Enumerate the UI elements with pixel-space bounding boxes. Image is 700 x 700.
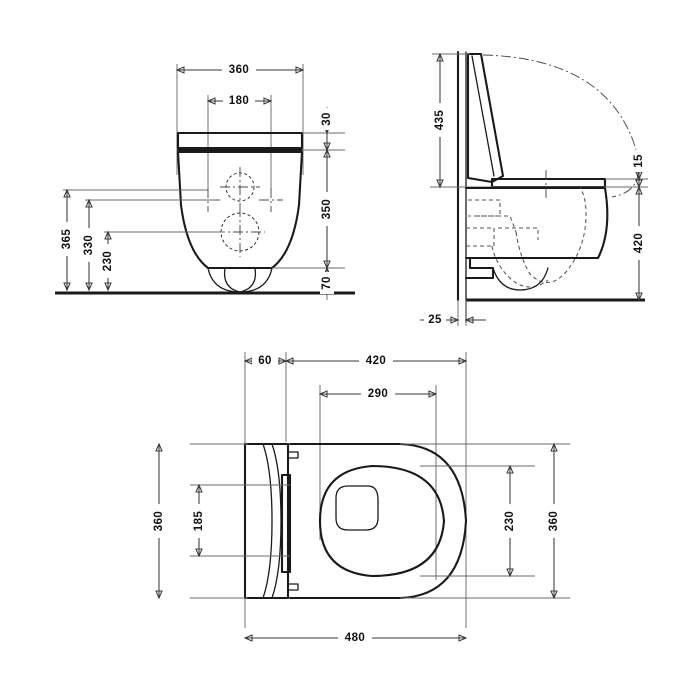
plan-hinge-notch-bottom xyxy=(287,583,299,591)
side-hidden-detail xyxy=(466,187,587,288)
dim-label-front-330: 330 xyxy=(83,235,95,255)
side-bowl-profile xyxy=(464,186,609,260)
dim-label-side-435: 435 xyxy=(434,110,446,131)
dim-label-plan-60: 60 xyxy=(258,355,272,367)
dim-plan-360-right: 360 xyxy=(547,442,561,600)
side-under-bowl xyxy=(492,267,549,291)
dim-side-15: 15 xyxy=(632,150,646,189)
side-raised-lid xyxy=(466,52,505,184)
plan-rear-lobe-outer xyxy=(262,443,273,599)
dim-label-plan-360-right: 360 xyxy=(548,511,560,531)
plan-flush-outlet xyxy=(335,485,379,531)
dim-label-front-width: 360 xyxy=(229,64,249,76)
plan-hinge-plate xyxy=(280,473,292,574)
side-lid-panel xyxy=(466,52,505,184)
plan-seat-outline xyxy=(288,442,468,600)
side-bracket-step xyxy=(464,256,495,280)
dim-front-bolt-180: 180 xyxy=(206,94,273,108)
plan-left-leaders xyxy=(190,443,290,599)
dim-label-plan-290: 290 xyxy=(368,388,388,400)
plan-rear-lobe-inner xyxy=(271,443,282,599)
wc-front-outlet xyxy=(207,267,273,293)
side-elevation-view: 435 15 420 25 xyxy=(420,50,648,327)
front-left-leaders xyxy=(55,189,355,295)
dim-label-side-25: 25 xyxy=(428,314,442,326)
dim-plan-480: 480 xyxy=(243,631,468,645)
wc-front-outlet-inner xyxy=(223,267,257,293)
front-right-leaders xyxy=(272,132,345,269)
plan-right-leaders xyxy=(400,443,570,599)
side-extension-lines xyxy=(432,53,648,326)
plan-bowl-opening xyxy=(318,464,446,578)
dim-front-365: 365 xyxy=(60,188,74,292)
dim-front-30: 30 xyxy=(320,108,334,152)
waste-outlet-upper xyxy=(220,167,260,207)
dim-label-bolt-spacing: 180 xyxy=(229,95,249,107)
dim-plan-420: 420 xyxy=(284,354,468,368)
side-seat-slab xyxy=(490,177,607,189)
dim-label-front-230: 230 xyxy=(102,251,114,271)
dim-label-plan-480: 480 xyxy=(345,632,365,644)
wc-plan-body xyxy=(243,442,468,600)
dim-label-plan-420: 420 xyxy=(366,355,386,367)
side-lid-inner-line xyxy=(471,55,495,177)
dim-front-330: 330 xyxy=(82,198,96,292)
dim-label-side-15: 15 xyxy=(633,154,645,168)
dim-front-230: 230 xyxy=(101,230,115,292)
dim-label-front-70: 70 xyxy=(321,276,333,290)
front-elevation-view: 360 180 xyxy=(55,63,355,300)
dim-plan-60: 60 xyxy=(243,354,288,368)
dim-side-420: 420 xyxy=(632,185,646,302)
dim-side-435: 435 xyxy=(433,52,447,189)
dim-front-width-360: 360 xyxy=(175,63,305,77)
dim-label-front-365: 365 xyxy=(61,229,73,250)
dim-front-70: 70 xyxy=(320,266,334,295)
dim-side-25: 25 xyxy=(420,313,486,327)
dim-label-front-350: 350 xyxy=(321,199,333,219)
dim-plan-360-left: 360 xyxy=(152,442,166,600)
dim-label-plan-185: 185 xyxy=(193,511,205,532)
dim-label-side-420: 420 xyxy=(633,233,645,253)
dim-front-350: 350 xyxy=(320,148,334,270)
plan-rear-block xyxy=(243,442,290,600)
dim-label-plan-230: 230 xyxy=(504,511,516,531)
dim-plan-290: 290 xyxy=(318,387,438,401)
dim-plan-230: 230 xyxy=(503,464,517,578)
front-fixing-marks xyxy=(196,167,283,257)
dim-label-plan-360-left: 360 xyxy=(153,511,165,531)
plan-view: 60 420 290 xyxy=(152,352,570,645)
dim-label-front-30: 30 xyxy=(321,112,333,126)
lid-swing-arc xyxy=(482,54,640,198)
wc-front-seat xyxy=(176,131,304,150)
plan-hinge-notch-top xyxy=(287,451,299,459)
dim-plan-185: 185 xyxy=(192,483,206,558)
fixing-hole-right-crosshair xyxy=(259,188,283,212)
